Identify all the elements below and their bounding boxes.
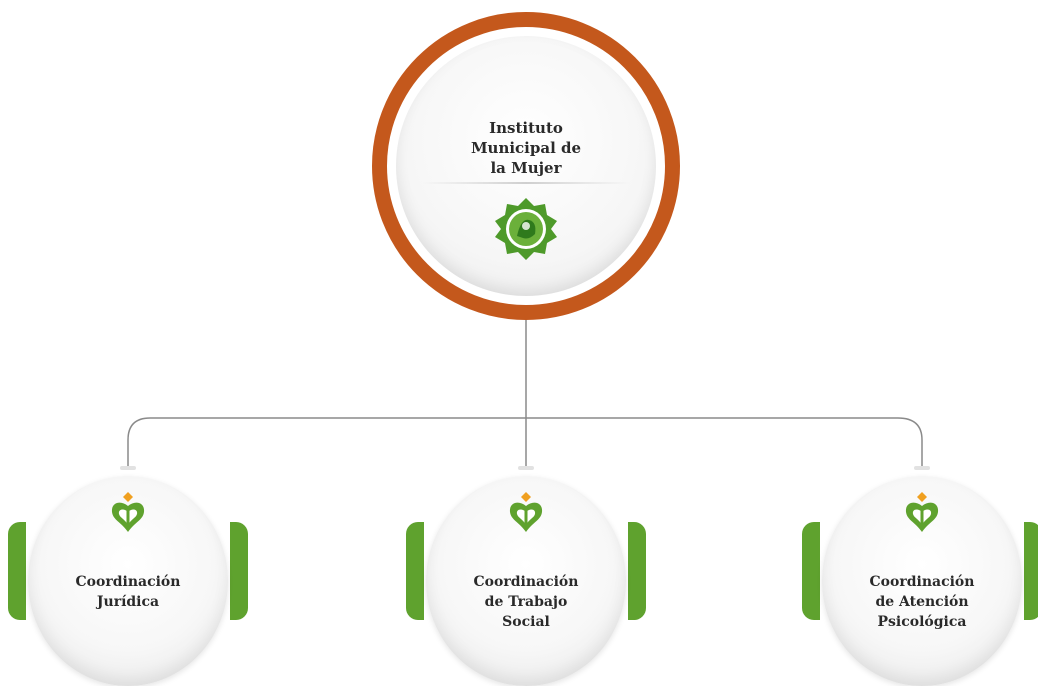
municipal-seal-icon [495,198,557,260]
bracket-right [1024,522,1038,620]
child-title: Coordinación Jurídica [28,572,228,612]
root-title-line: la Mujer [490,159,562,177]
bracket-left [8,522,26,620]
child-node-trabajo-social: Coordinación de Trabajo Social [406,470,646,686]
connector-cap-center [518,466,534,470]
bracket-left [802,522,820,620]
child-title-line: de Atención [875,594,969,610]
root-node: Instituto Municipal de la Mujer [372,12,680,320]
child-title-line: Coordinación [869,574,975,590]
child-title-line: Social [502,614,550,630]
root-title-line: Municipal de [470,139,582,157]
women-institute-logo-icon [111,492,145,532]
branch-line [127,417,923,468]
connector-cap-right [914,466,930,470]
root-divider [422,182,630,184]
child-title-line: Psicológica [877,614,967,630]
bracket-left [406,522,424,620]
child-title-line: de Trabajo [484,594,568,610]
child-title: Coordinación de Trabajo Social [426,572,626,632]
child-title-line: Coordinación [75,574,181,590]
child-node-atencion-psicologica: Coordinación de Atención Psicológica [802,470,1038,686]
women-institute-logo-icon [509,492,543,532]
bracket-right [628,522,646,620]
root-title-line: Instituto [489,119,563,137]
women-institute-logo-icon [905,492,939,532]
bracket-right [230,522,248,620]
child-title: Coordinación de Atención Psicológica [822,572,1022,632]
child-node-juridica: Coordinación Jurídica [8,470,248,686]
child-title-line: Coordinación [473,574,579,590]
root-title: Instituto Municipal de la Mujer [372,118,680,178]
child-title-line: Jurídica [96,594,160,610]
connector-cap-left [120,466,136,470]
